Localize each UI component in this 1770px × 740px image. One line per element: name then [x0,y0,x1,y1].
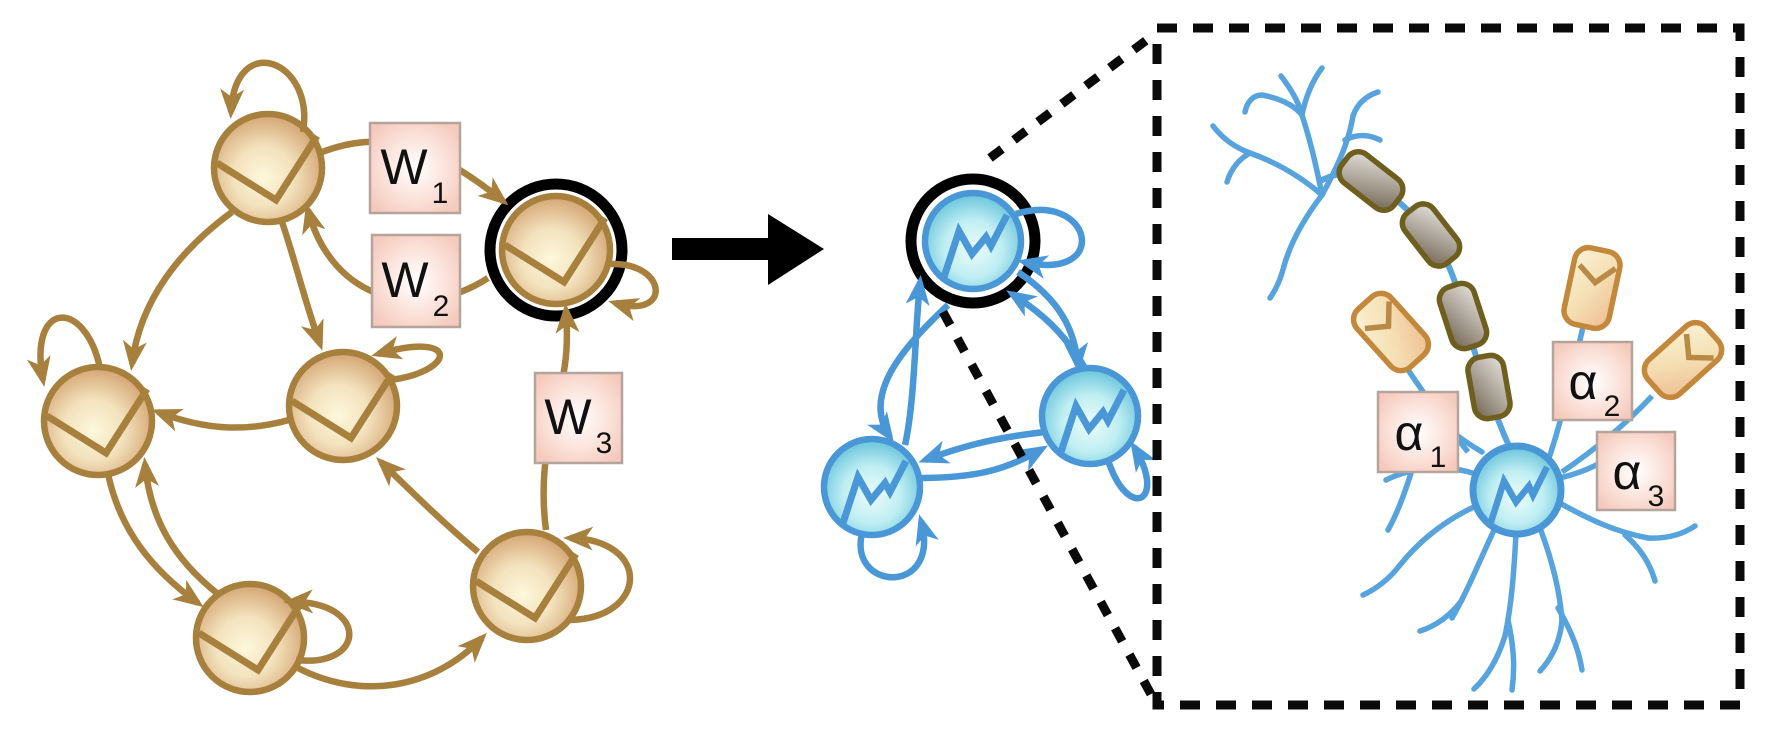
self-loop [26,314,104,387]
synaptic-bouton-icon [1350,290,1432,374]
spiking-neuron-highlighted [905,173,1041,309]
edge [1016,269,1089,373]
synapse-label-sub: 1 [1430,441,1447,474]
spike-icon [1487,465,1550,523]
weight-label-w1: W 1 [368,121,462,215]
myelin-segment-icon [1336,148,1406,214]
edge [135,457,221,597]
synapse-label-sub: 2 [1604,390,1621,423]
weight-label-base: W [381,252,429,308]
weight-label-sub: 2 [433,290,450,323]
highlight-ring [905,173,1041,309]
edge [122,209,234,371]
self-loop [563,526,634,624]
self-loop [1104,441,1157,502]
synapse-label-base: α [1613,444,1642,500]
weight-label-base: W [380,139,428,195]
rate-activation-icon [290,372,395,443]
synapse-label-a1: α 1 [1376,390,1460,474]
synapse-label-base: α [1569,354,1598,410]
self-loop [283,589,353,664]
weight-label-w2: W 2 [370,233,462,329]
edge [151,408,290,432]
rate-neuron [469,528,585,644]
weight-label-w3: W 3 [533,371,624,465]
edge [867,302,951,443]
self-loop [1015,206,1086,279]
edge [296,632,487,690]
synapse-label-sub: 3 [1648,480,1665,513]
rate-neuron-highlighted [484,178,628,322]
rate-activation-icon [197,604,302,675]
rate-connections [26,59,659,690]
synaptic-bouton-icon [1641,319,1725,401]
rate-activation-icon [474,552,579,623]
myelin-segment-icon [1436,280,1490,352]
synaptic-boutons [1350,244,1725,401]
synaptic-bouton-icon [1561,244,1623,332]
rate-activation-icon [215,134,320,205]
rate-neuron [210,110,326,226]
rate-activation-icon [503,216,608,287]
zoom-line-top [987,32,1155,162]
rate-network: W 1 W 2 W 3 [26,59,659,696]
transform-arrow-icon [672,214,824,285]
myelin-segment-icon [1465,352,1513,422]
synapse-label-a2: α 2 [1551,340,1634,423]
edge [375,457,481,555]
rate-neuron [285,348,401,464]
spike-icon [839,459,910,525]
edge [104,473,204,608]
spiking-neuron [1038,364,1142,468]
weight-label-base: W [544,389,592,445]
self-loop [857,514,939,581]
soma [1469,442,1565,538]
rate-neuron [40,363,156,479]
spiking-connections [857,206,1157,581]
zoom-callout-lines [939,32,1157,701]
spike-icon [940,213,1011,279]
weight-label-sub: 1 [432,177,449,210]
neuron-inset: α 1 α 2 α 3 [1152,23,1745,710]
rate-activation-icon [45,387,150,458]
self-loop [608,260,659,322]
edge [918,428,1046,464]
edge [278,220,324,351]
self-loop [371,336,444,384]
myelin-segment-icon [1399,201,1463,269]
synapse-label-a3: α 3 [1595,430,1677,513]
synapse-label-base: α [1395,405,1424,461]
rate-neuron [192,580,308,696]
self-loop [220,59,308,133]
myelin-segments [1336,148,1513,422]
weight-label-sub: 3 [596,427,613,460]
zoom-line-bottom [939,309,1157,701]
apical-dendrite-tree-icon [1210,65,1383,301]
spiking-network [820,173,1157,581]
edge [919,445,1049,482]
edge [901,275,930,446]
spike-icon [1057,388,1128,454]
spiking-neuron [820,435,924,539]
